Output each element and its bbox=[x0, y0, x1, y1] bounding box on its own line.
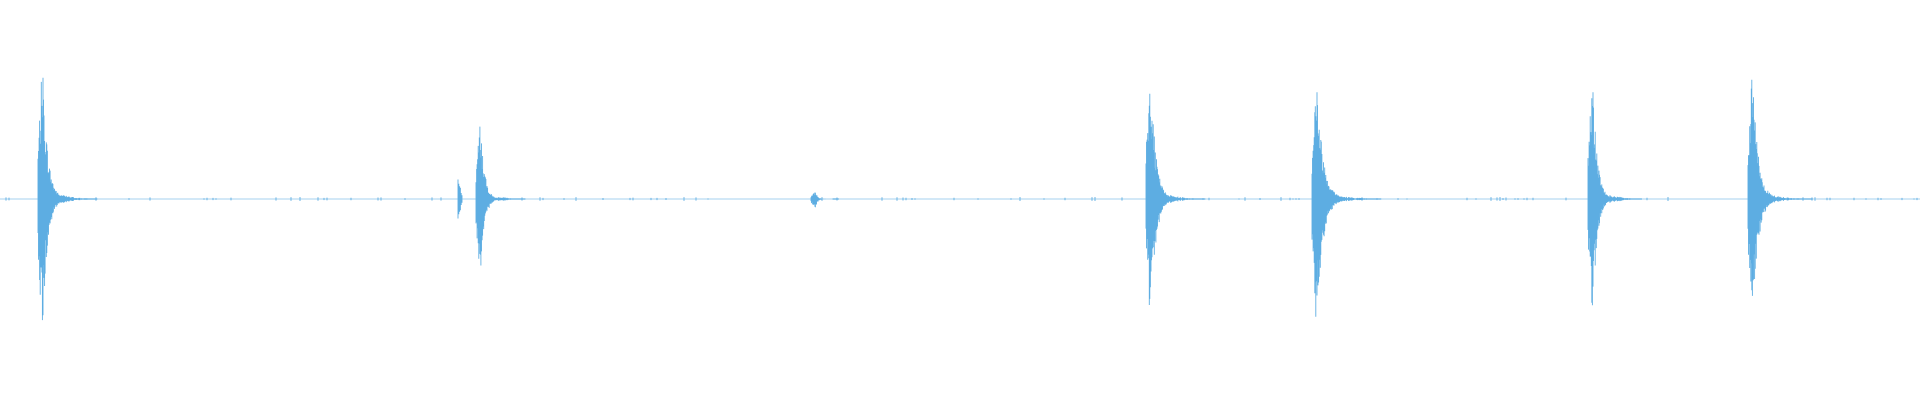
waveform-path bbox=[5, 77, 1918, 321]
waveform-peaks bbox=[5, 77, 1918, 321]
